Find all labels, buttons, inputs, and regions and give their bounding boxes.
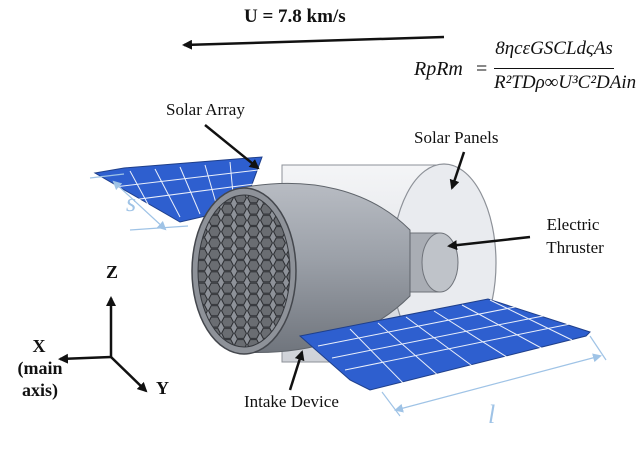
solar-array-pointer xyxy=(204,124,260,170)
formula-fraction-bar xyxy=(494,68,614,70)
electric-thruster-label-line2: Thruster xyxy=(546,238,604,257)
dimension-l-label: l xyxy=(488,400,496,429)
satellite-diagram: U = 7.8 km/s RpRm = 8ηcεGSCLdςAs R²TDρ∞U… xyxy=(17,6,636,429)
formula-equals: = xyxy=(476,58,488,80)
formula-numerator: 8ηcεGSCLdςAs xyxy=(495,38,613,59)
x-axis-label-line3: axis) xyxy=(22,380,58,400)
formula-denominator: R²TDρ∞U³C²DAin xyxy=(494,72,636,93)
dimension-s xyxy=(89,173,189,231)
x-axis-label-line1: X xyxy=(32,336,46,356)
solar-array-front xyxy=(298,298,591,391)
electric-thruster-label-line1: Electric xyxy=(546,215,600,234)
electric-thruster xyxy=(407,232,459,293)
solar-panels-pointer xyxy=(449,151,466,190)
coordinate-axes xyxy=(58,296,148,393)
y-axis-label: Y xyxy=(156,378,169,398)
dimension-s-label: s xyxy=(126,188,137,217)
electric-thruster-pointer xyxy=(447,235,531,251)
solar-array-label: Solar Array xyxy=(166,100,245,119)
intake-device-pointer xyxy=(288,350,305,391)
intake-body xyxy=(191,182,411,355)
x-axis-arrow xyxy=(58,353,112,364)
formula: RpRm = 8ηcεGSCLdςAs R²TDρ∞U³C²DAin xyxy=(388,38,636,102)
velocity-label: U = 7.8 km/s xyxy=(244,6,346,27)
dimension-l xyxy=(381,335,607,417)
formula-lhs: RpRm xyxy=(414,58,463,80)
solar-panels-label: Solar Panels xyxy=(414,128,499,147)
z-axis-label: Z xyxy=(106,262,119,282)
x-axis-label-line2: (main xyxy=(17,358,63,378)
y-axis-arrow xyxy=(110,356,148,393)
velocity-arrow xyxy=(182,35,445,50)
diagram-canvas xyxy=(58,35,607,417)
intake-device-label: Intake Device xyxy=(244,392,339,411)
